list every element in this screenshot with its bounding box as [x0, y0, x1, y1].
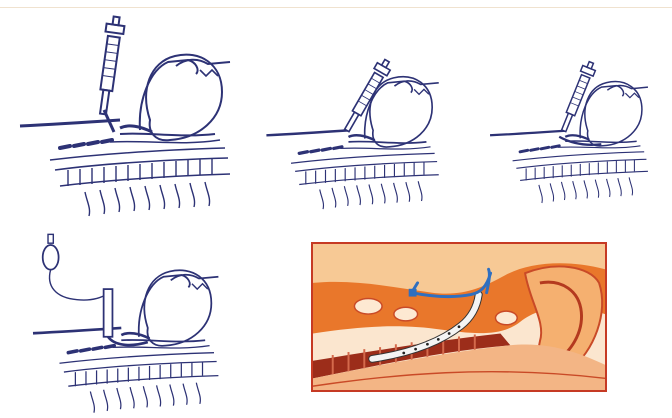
step-3-tube-placement-panel [475, 28, 672, 220]
step-4-cuff-inflated-panel [0, 222, 262, 418]
step-2-dilation-panel [250, 28, 465, 218]
step-1-insertion-panel [0, 0, 262, 222]
sagittal-color-illustration [311, 242, 607, 392]
syringe-icon [94, 16, 125, 116]
pilot-balloon-icon [43, 234, 111, 300]
syringe-icon [557, 60, 597, 133]
syringe-icon [340, 57, 393, 134]
